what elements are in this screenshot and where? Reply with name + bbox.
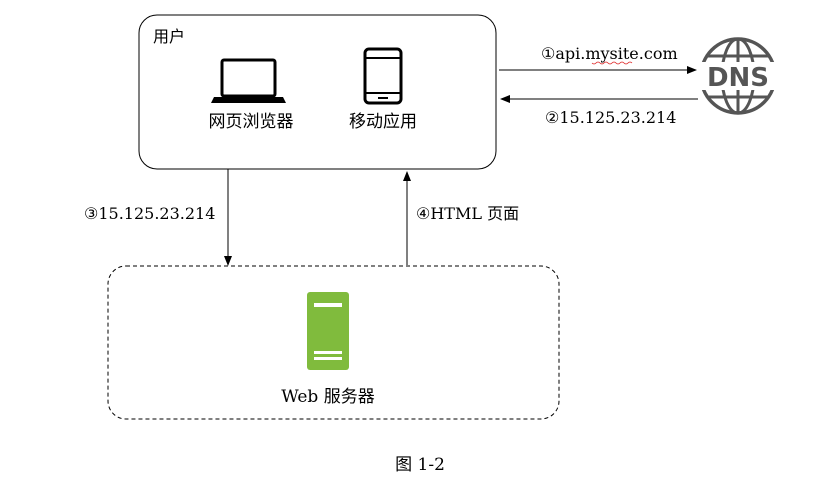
user-group-title: 用户 bbox=[153, 27, 185, 46]
dns-response-label: ②15.125.23.214 bbox=[545, 108, 676, 127]
browser-label: 网页浏览器 bbox=[209, 112, 294, 132]
web-request-label: ③15.125.23.214 bbox=[84, 204, 215, 223]
user-group-box bbox=[138, 14, 497, 170]
laptop-icon bbox=[211, 58, 286, 103]
figure-caption: 图 1-2 bbox=[395, 455, 445, 475]
dns-globe-icon: DNS bbox=[697, 37, 779, 115]
web-server-label: Web 服务器 bbox=[281, 387, 374, 407]
dns-icon-text: DNS bbox=[707, 63, 769, 93]
mobile-phone-icon bbox=[363, 47, 403, 105]
mobile-app-label: 移动应用 bbox=[349, 112, 417, 132]
spellcheck-squiggle bbox=[591, 61, 633, 65]
dns-request-label: ①api.mysite.com bbox=[541, 44, 678, 63]
server-icon bbox=[307, 292, 349, 370]
web-response-label: ④HTML 页面 bbox=[416, 204, 519, 223]
